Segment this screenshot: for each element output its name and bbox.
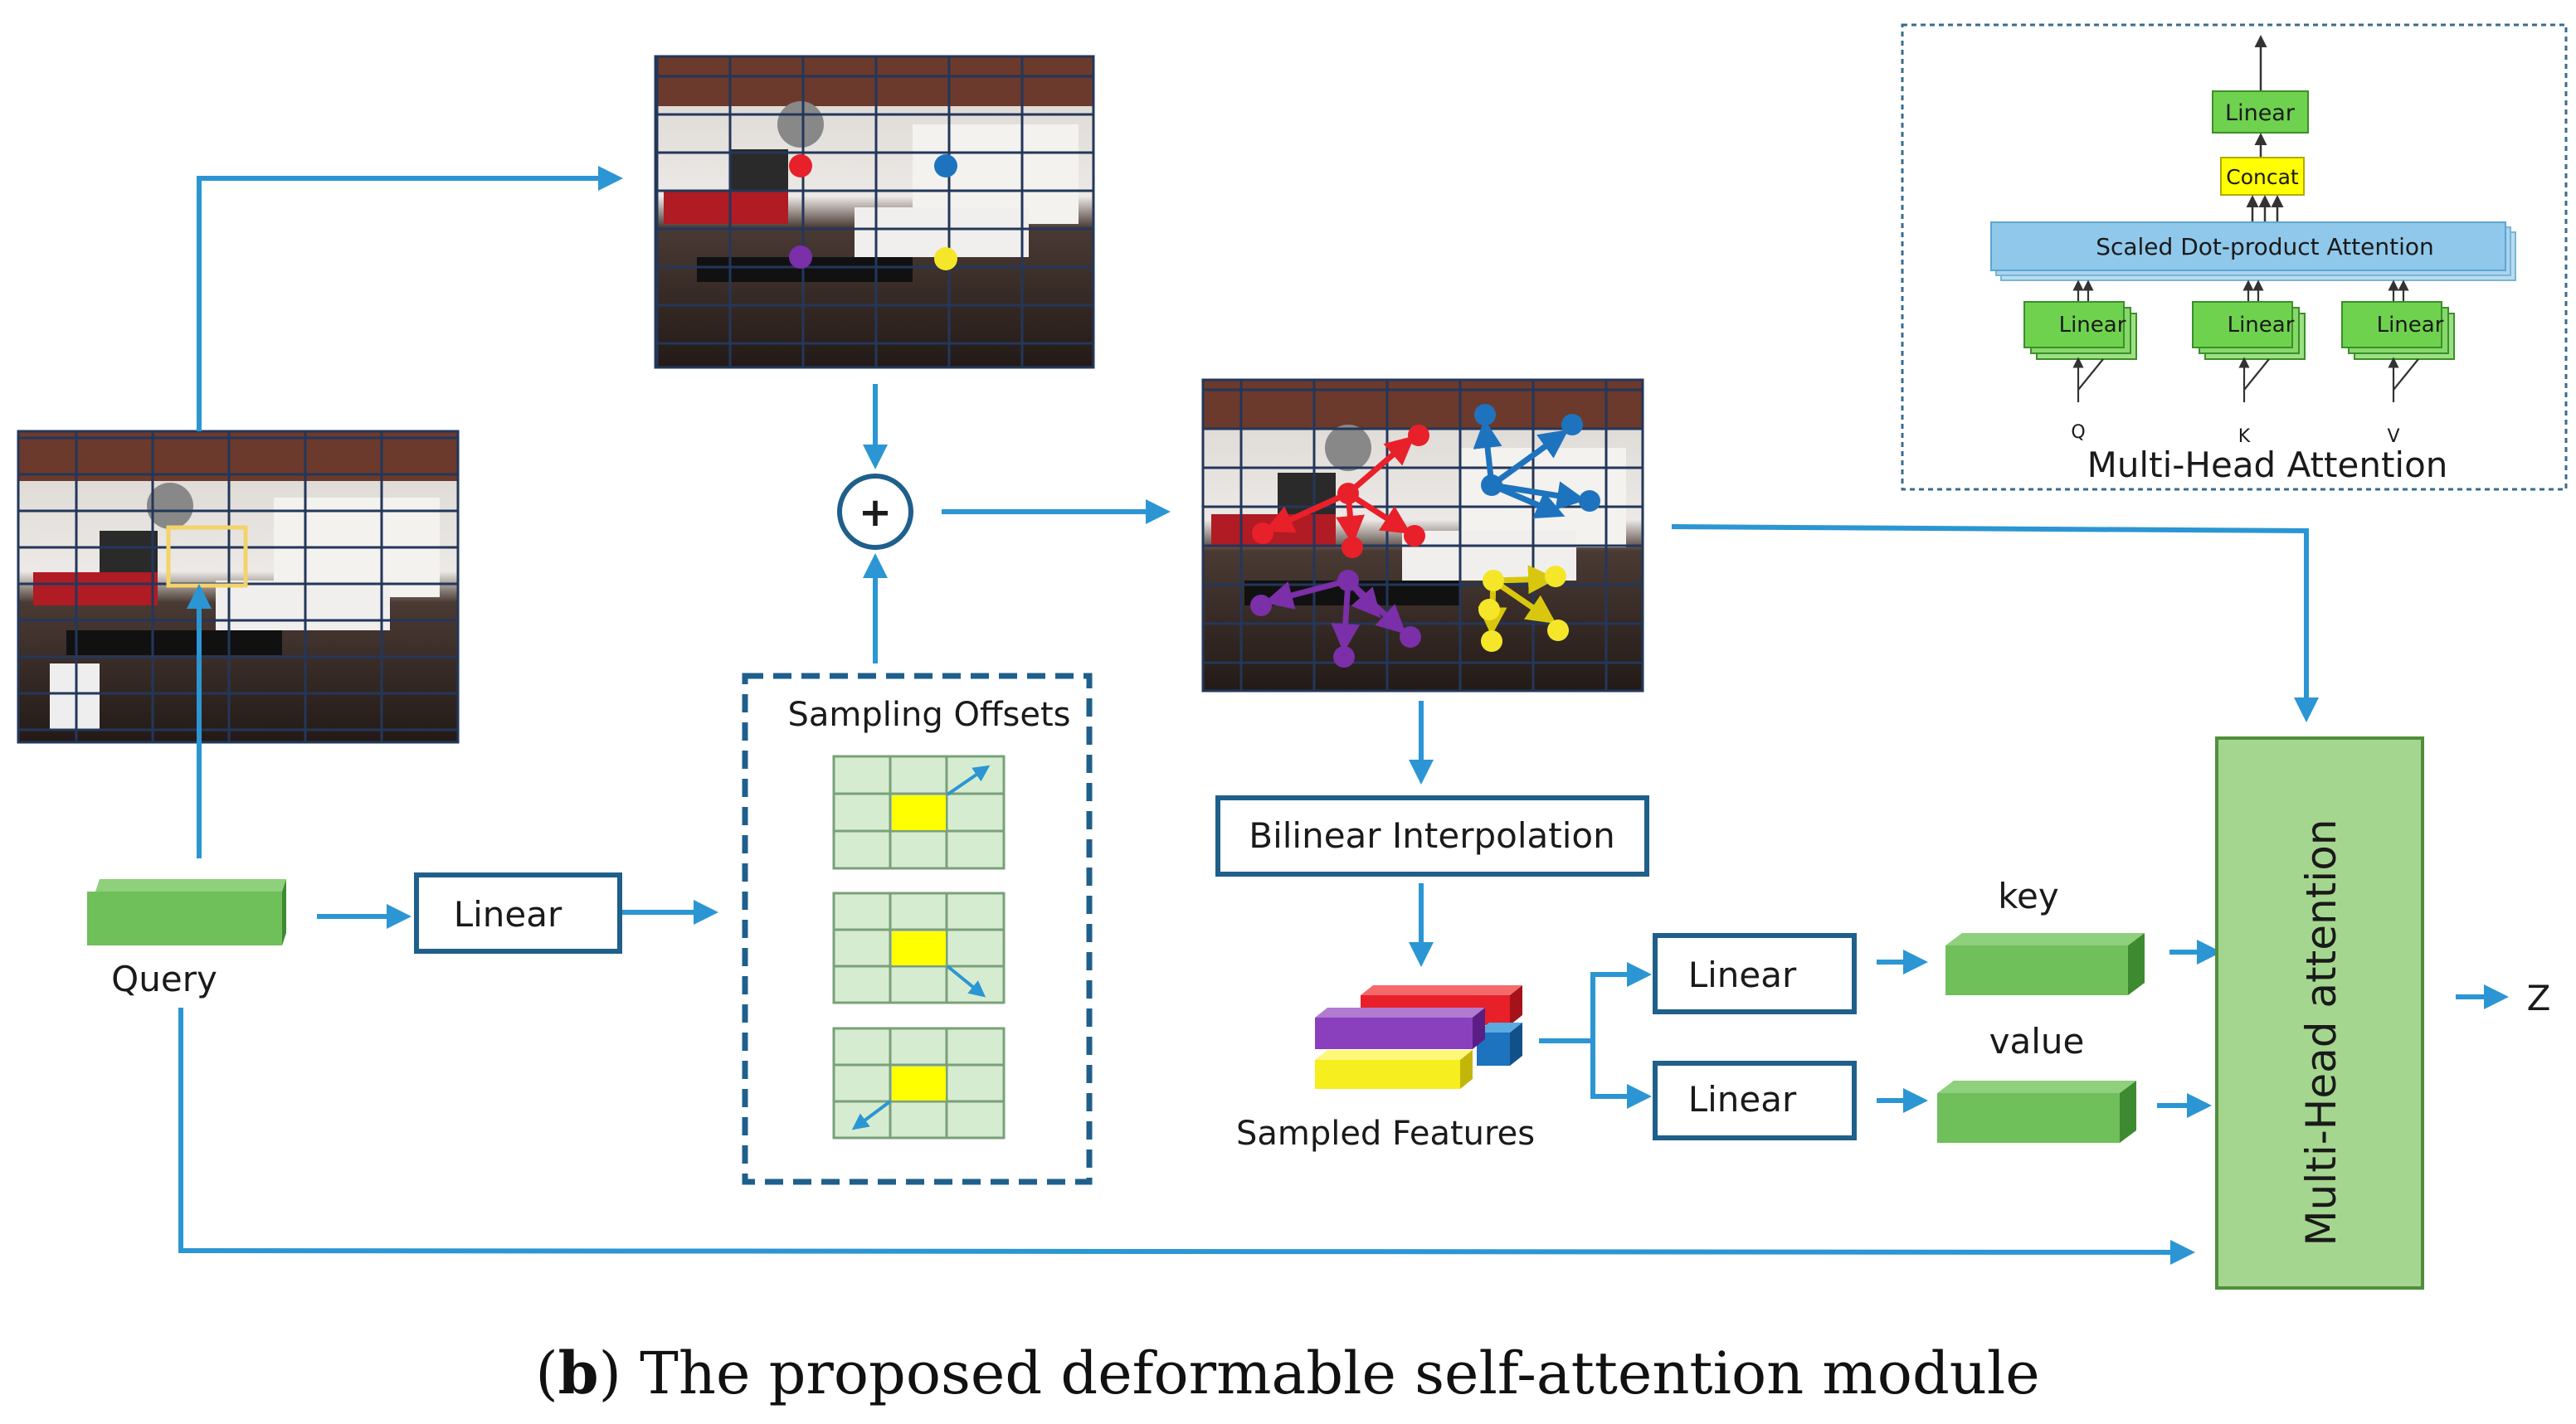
add-operator-label: + [859,489,892,536]
mha-inset: Linear Concat Scaled Dot-product Attenti… [1901,23,2568,491]
inset-concat-label: Concat [2226,165,2299,189]
inset-linear-q [2023,301,2125,348]
caption-letter: b [558,1339,599,1407]
linear-query-label: Linear [454,894,562,935]
linear-value-label: Linear [1688,1079,1797,1120]
linear-query-box [414,872,622,954]
multi-head-attention-box [2215,736,2424,1290]
key-label: key [1998,876,2059,916]
reference-point-purple [789,245,812,269]
offset-grid-3 [832,1027,1006,1140]
query-feature-map [17,430,460,744]
caption-open-paren: ( [535,1339,558,1407]
output-z-label: Z [2527,978,2551,1018]
figure-caption: (b) The proposed deformable self-attenti… [535,1339,2039,1407]
inset-linear-k-label: Linear [2228,313,2295,338]
key-block [1945,933,2145,995]
connector-arrows [178,166,2509,1265]
linear-key-label: Linear [1688,955,1797,995]
inset-linear-top [2212,90,2309,134]
inset-sdpa-label: Scaled Dot-product Attention [2096,233,2434,260]
offset-grid-2 [832,892,1006,1004]
reference-point-red [789,154,812,177]
linear-key-box [1653,933,1857,1014]
multi-head-attention-label: Multi-Head attention [2297,819,2345,1247]
inset-linear-v [2341,301,2442,348]
reference-point-blue [934,154,957,177]
red-sampling-arrows [1264,435,1415,545]
sampled-features-label: Sampled Features [1236,1115,1535,1153]
bilinear-interpolation-label: Bilinear Interpolation [1249,815,1614,856]
sampled-features-stack [1315,985,1522,1089]
inset-linear-top-label: Linear [2225,100,2296,126]
reference-point-yellow [934,247,957,270]
inset-linear-v-label: Linear [2377,313,2444,338]
value-label: value [1989,1021,2085,1062]
inset-k-label: K [2238,426,2251,447]
inset-linear-k [2192,301,2293,348]
inset-concat [2220,157,2305,196]
deformed-sampling-map [1201,378,1644,693]
caption-text: ) The proposed deformable self-attention… [599,1339,2040,1407]
inset-title: Multi-Head Attention [2087,445,2448,485]
inset-q-label: Q [2071,422,2085,443]
bilinear-interpolation-box [1215,795,1649,877]
inset-linear-q-label: Linear [2059,313,2126,338]
reference-points-map [654,55,1095,369]
value-block [1937,1081,2136,1143]
inset-sdpa [1990,221,2506,271]
sampling-offsets-label: Sampling Offsets [788,696,1071,734]
add-operator [837,474,913,550]
inset-v-label: V [2387,426,2399,447]
linear-value-box [1653,1061,1857,1140]
query-block [87,879,286,945]
offset-grid-1 [832,755,1006,870]
query-label: Query [111,959,217,999]
